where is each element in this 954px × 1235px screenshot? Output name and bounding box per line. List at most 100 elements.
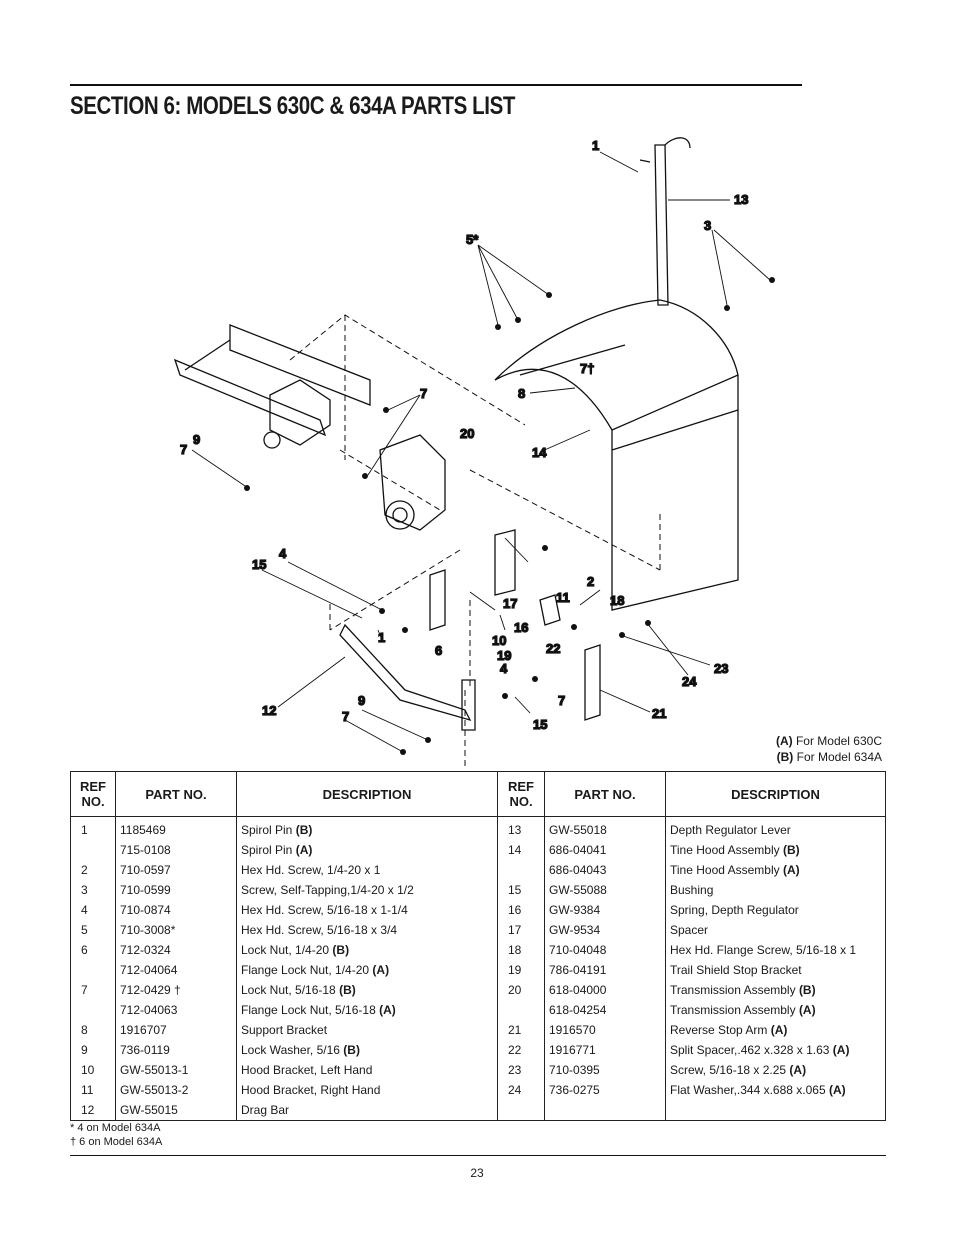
- ref-no-cell: [70, 1000, 116, 1020]
- callout-label: 7: [180, 442, 187, 457]
- ref-no-cell: 8: [70, 1020, 116, 1040]
- callout-label: 8: [518, 386, 525, 401]
- ref-no-cell: 23: [497, 1060, 545, 1080]
- header-description-2: DESCRIPTION: [665, 771, 886, 817]
- callout-label: 22: [546, 641, 560, 656]
- ref-no-cell: [497, 1100, 545, 1121]
- part-no-cell: 712-0429 †: [115, 980, 237, 1000]
- description-cell: Flange Lock Nut, 1/4-20 (A): [236, 960, 498, 980]
- description-cell: Lock Washer, 5/16 (B): [236, 1040, 498, 1060]
- header-part-no: PART NO.: [115, 771, 237, 817]
- ref-no-cell: 12: [70, 1100, 116, 1121]
- header-part-no-2: PART NO.: [544, 771, 666, 817]
- bottom-rule: [70, 1155, 886, 1156]
- callout-label: 7: [420, 386, 427, 401]
- description-cell: Transmission Assembly (B): [665, 980, 886, 1000]
- callout-label: 3: [704, 218, 711, 233]
- callout-label: 18: [610, 593, 624, 608]
- part-no-cell: 786-04191: [544, 960, 666, 980]
- ref-no-cell: 11: [70, 1080, 116, 1100]
- part-no-cell: 710-04048: [544, 940, 666, 960]
- ref-no-cell: [70, 840, 116, 860]
- ref-no-cell: [70, 960, 116, 980]
- part-no-cell: 712-0324: [115, 940, 237, 960]
- part-no-cell: 736-0119: [115, 1040, 237, 1060]
- top-rule: [70, 84, 802, 86]
- description-cell: Spacer: [665, 920, 886, 940]
- part-no-cell: GW-55013-2: [115, 1080, 237, 1100]
- ref-no-cell: 18: [497, 940, 545, 960]
- part-no-cell: GW-9384: [544, 900, 666, 920]
- table-header-row: REF NO. PART NO. DESCRIPTION REF NO. PAR…: [70, 771, 886, 817]
- part-no-cell: 686-04041: [544, 840, 666, 860]
- part-no-cell: 686-04043: [544, 860, 666, 880]
- description-cell: Spirol Pin (A): [236, 840, 498, 860]
- ref-no-cell: [497, 1000, 545, 1020]
- ref-no-cell: 14: [497, 840, 545, 860]
- callout-label: 23: [714, 661, 728, 676]
- description-cell: Hex Hd. Screw, 1/4-20 x 1: [236, 860, 498, 880]
- description-cell: Spirol Pin (B): [236, 816, 498, 840]
- callout-label: 9: [358, 693, 365, 708]
- part-no-cell: 710-0599: [115, 880, 237, 900]
- callout-label: 21: [652, 706, 666, 721]
- description-cell: Flange Lock Nut, 5/16-18 (A): [236, 1000, 498, 1020]
- part-no-cell: GW-55013-1: [115, 1060, 237, 1080]
- callout-label: 9: [193, 432, 200, 447]
- description-cell: Screw, 5/16-18 x 2.25 (A): [665, 1060, 886, 1080]
- callout-label: 1: [592, 138, 599, 153]
- callout-label: 7: [558, 693, 565, 708]
- ref-no-cell: 10: [70, 1060, 116, 1080]
- ref-no-cell: 4: [70, 900, 116, 920]
- callout-label: 6: [435, 643, 442, 658]
- part-no-cell: GW-9534: [544, 920, 666, 940]
- frame-rails: [173, 324, 371, 437]
- ref-no-cell: 19: [497, 960, 545, 980]
- callout-label: 14: [532, 445, 547, 460]
- header-ref-no-2: REF NO.: [497, 771, 545, 817]
- ref-no-cell: 24: [497, 1080, 545, 1100]
- callout-label: 15: [252, 557, 266, 572]
- description-cell: Trail Shield Stop Bracket: [665, 960, 886, 980]
- page-number: 23: [470, 1166, 484, 1180]
- footnotes: * 4 on Model 634A † 6 on Model 634A: [70, 1121, 162, 1149]
- leader-lines: [191, 151, 771, 753]
- part-no-cell: 1185469: [115, 816, 237, 840]
- part-no-cell: GW-55018: [544, 816, 666, 840]
- part-no-cell: 736-0275: [544, 1080, 666, 1100]
- ref-no-cell: 13: [497, 816, 545, 840]
- callout-label: 4: [279, 546, 287, 561]
- tine-hood-assembly: [494, 299, 739, 611]
- callout-label: 7: [342, 709, 349, 724]
- description-cell: Hex Hd. Flange Screw, 5/16-18 x 1: [665, 940, 886, 960]
- exploded-parts-diagram: 1 13 3 5* 7 8 7† 20 9 7 14 4 15 2 11 18 …: [0, 130, 954, 770]
- part-no-cell: 710-0395: [544, 1060, 666, 1080]
- description-cell: Drag Bar: [236, 1100, 498, 1121]
- description-cell: Lock Nut, 1/4-20 (B): [236, 940, 498, 960]
- callout-label: 4: [500, 661, 508, 676]
- callout-label: 16: [514, 620, 528, 635]
- part-no-cell: 618-04254: [544, 1000, 666, 1020]
- callout-label: 24: [682, 674, 697, 689]
- depth-regulator-lever: [639, 137, 691, 306]
- part-no-cell: [544, 1100, 666, 1121]
- description-cell: [665, 1100, 886, 1121]
- ref-no-cell: 7: [70, 980, 116, 1000]
- description-cell: Support Bracket: [236, 1020, 498, 1040]
- callout-label: 17: [503, 596, 517, 611]
- callout-label: 20: [460, 426, 474, 441]
- footnote: † 6 on Model 634A: [70, 1136, 163, 1148]
- description-cell: Spring, Depth Regulator: [665, 900, 886, 920]
- part-no-cell: 1916771: [544, 1040, 666, 1060]
- ref-no-cell: 21: [497, 1020, 545, 1040]
- description-cell: Transmission Assembly (A): [665, 1000, 886, 1020]
